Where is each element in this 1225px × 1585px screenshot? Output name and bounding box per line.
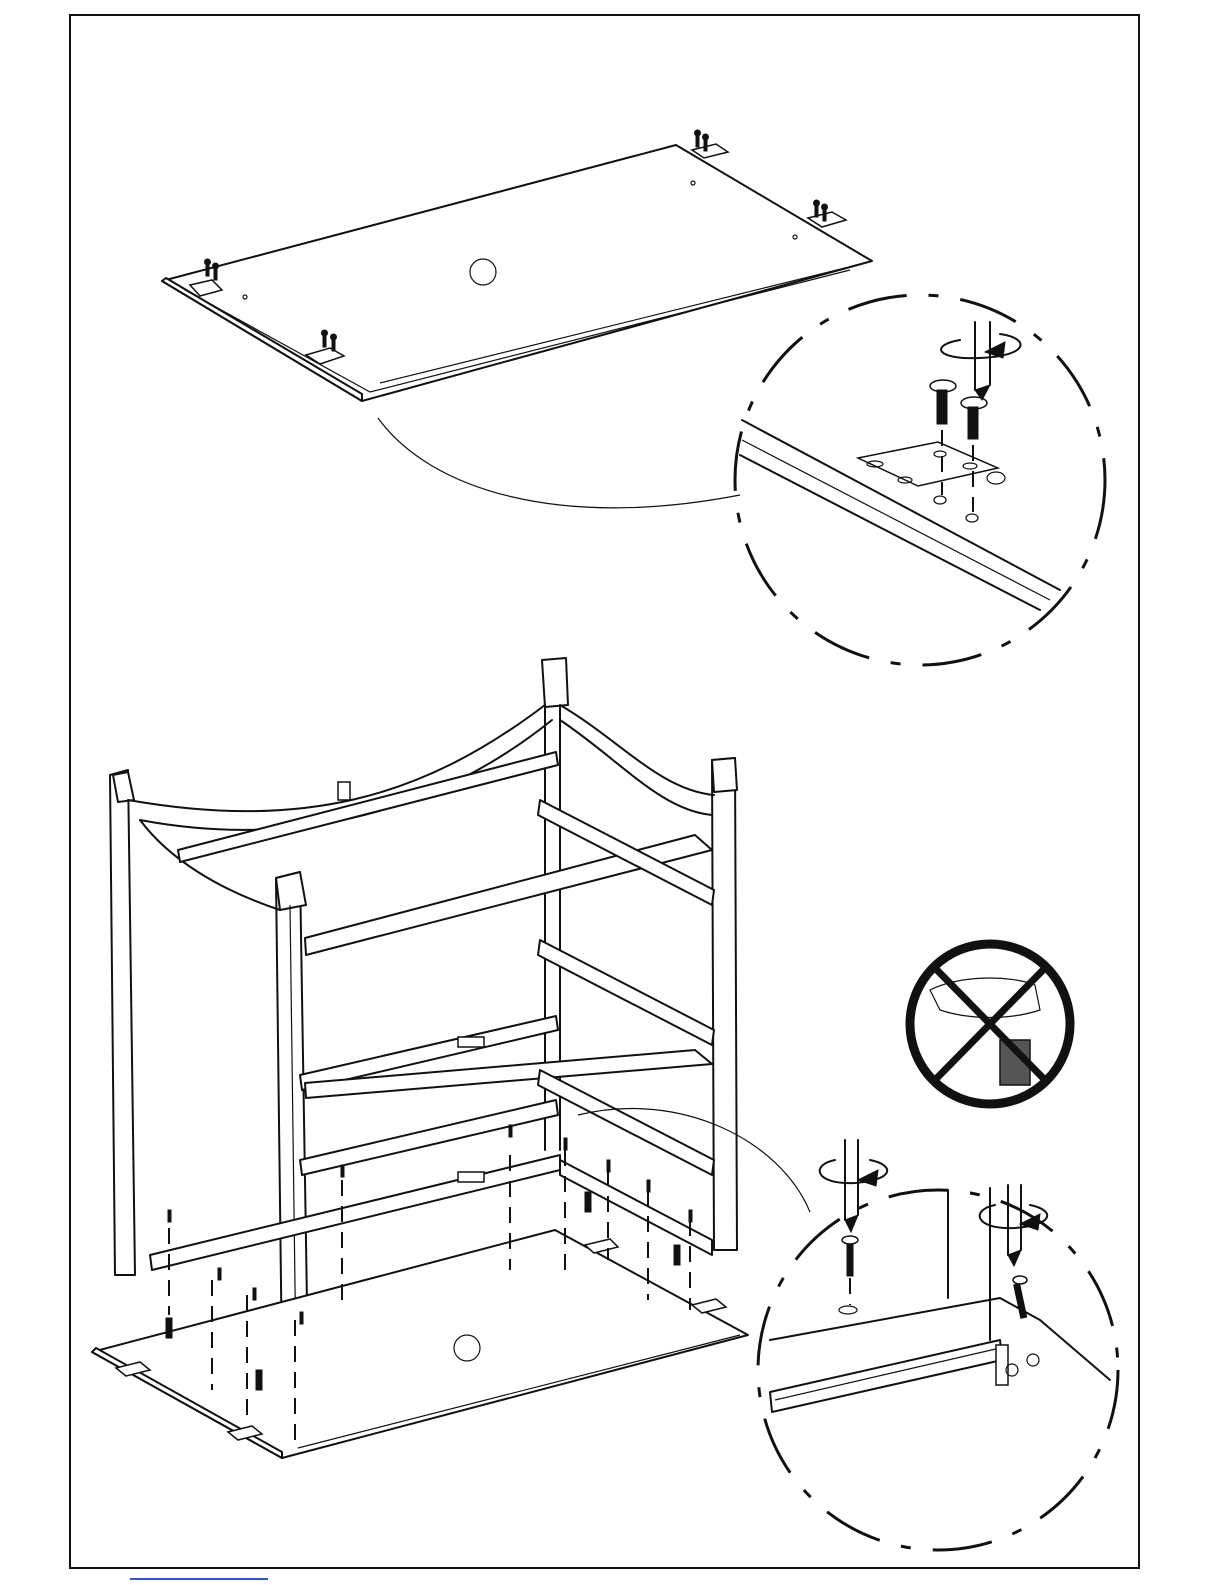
detail-callout-line-top — [378, 418, 740, 508]
screw-detail — [758, 1140, 1118, 1550]
footer-rule — [130, 1578, 268, 1580]
top-plate-3 — [692, 130, 728, 158]
screwdriver-icon — [820, 1140, 887, 1232]
screw — [930, 380, 956, 424]
frame-assembly — [110, 658, 737, 1365]
top-panel — [162, 145, 872, 401]
no-power-drill-icon — [910, 944, 1070, 1104]
clip — [338, 782, 350, 800]
screw — [961, 397, 987, 439]
bottom-panel — [92, 1230, 748, 1458]
plate-screw-detail — [735, 295, 1105, 665]
drawer-slide — [458, 1172, 484, 1182]
drawer-slide — [458, 1037, 484, 1047]
top-plate-4 — [808, 200, 846, 227]
